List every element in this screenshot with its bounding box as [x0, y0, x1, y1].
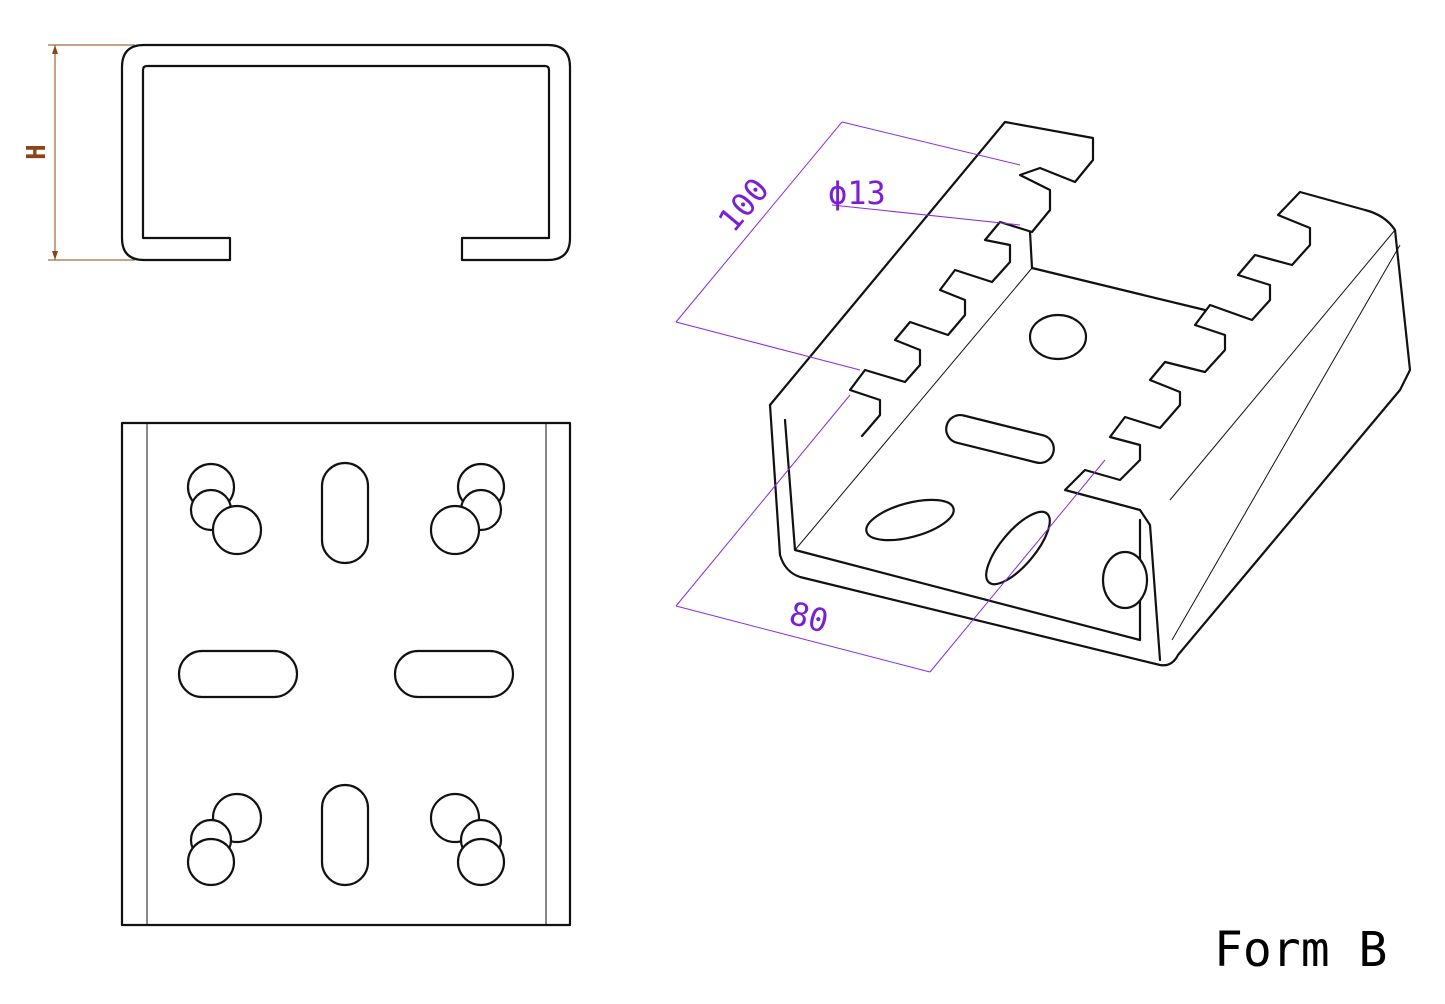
- plate-view: [120, 421, 572, 927]
- keyhole-top-right: [429, 462, 506, 556]
- height-dimension-label: H: [22, 144, 52, 160]
- form-caption: Form B: [1214, 922, 1388, 978]
- keyhole-top-left: [186, 462, 263, 556]
- keyhole-bottom-left: [186, 792, 263, 887]
- profile-view: H: [22, 43, 572, 262]
- keyhole-bottom-right: [429, 792, 506, 887]
- dimension-lines: 100 ϕ13 80: [675, 121, 1106, 673]
- width-dimension-label: 80: [785, 594, 832, 641]
- isometric-view: [768, 120, 1412, 667]
- length-dimension-label: 100: [710, 171, 776, 240]
- hole-diameter-label: ϕ13: [828, 174, 886, 212]
